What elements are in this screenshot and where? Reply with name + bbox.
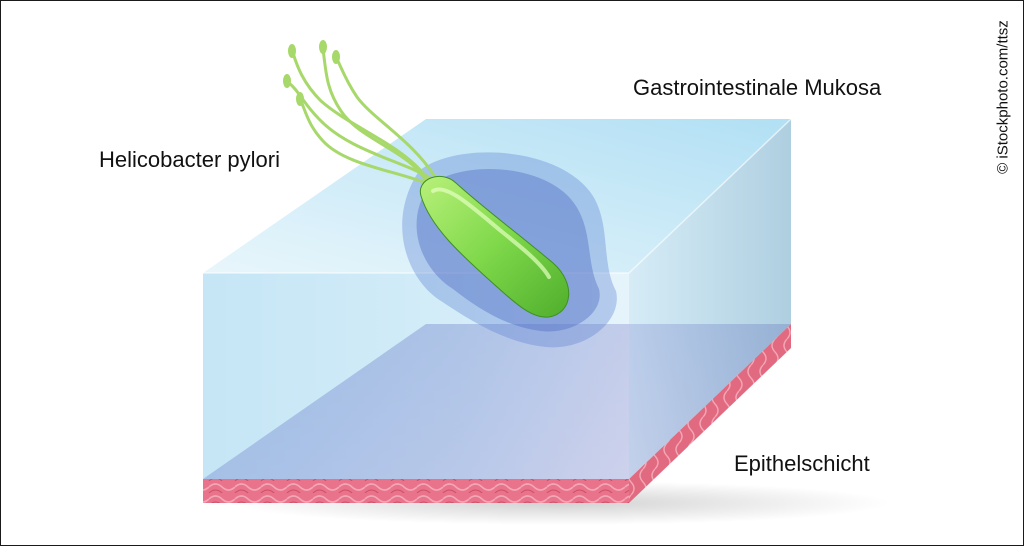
copyright-credit: © iStockphoto.com/ttsz	[994, 20, 1012, 174]
mucosa-front-face	[203, 273, 629, 479]
mucosa-side-face	[629, 119, 791, 479]
mucosa-label: Gastrointestinale Mukosa	[633, 75, 882, 100]
bacterium-flagella	[287, 47, 437, 187]
bacterium-highlight	[431, 187, 551, 279]
bacterium-body	[419, 175, 570, 318]
mucosa-edge	[203, 118, 792, 274]
mucosa-top-face	[203, 119, 791, 273]
epithelium-front-tissue	[203, 479, 629, 503]
epithelium-label: Epithelschicht	[734, 451, 870, 476]
bacterium-label: Helicobacter pylori	[99, 147, 280, 172]
flagella-tips	[283, 40, 340, 106]
epithelium-side-tissue	[629, 324, 791, 503]
